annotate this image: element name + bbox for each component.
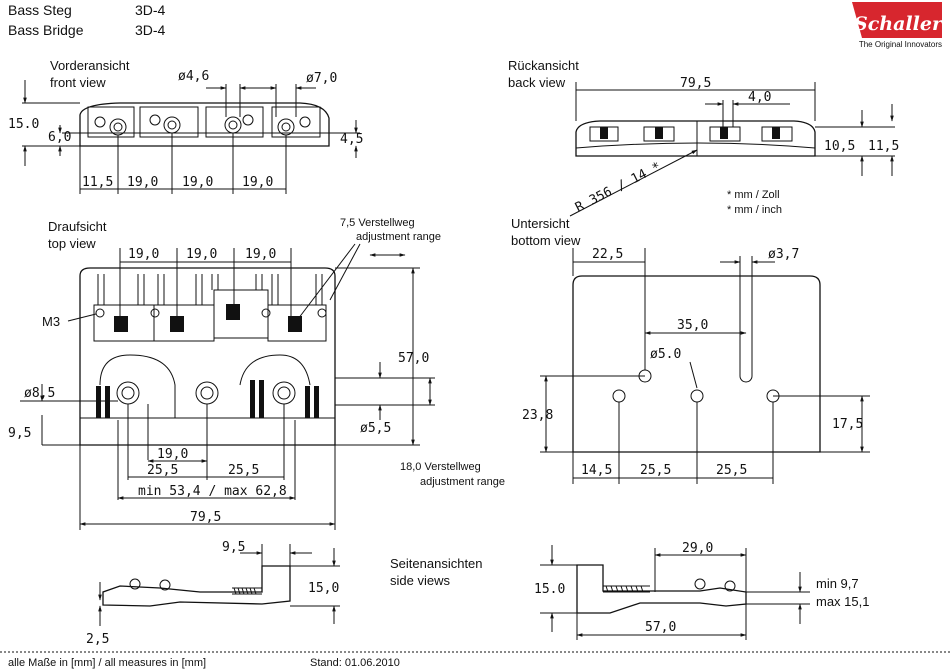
bottom-hole-2 [612, 389, 626, 403]
top-spacing-3: 19,0 [245, 247, 276, 262]
side-right-570: 57,0 [645, 620, 676, 635]
top-h95-dim: 9,5 [8, 426, 31, 441]
logo-badge [852, 2, 942, 38]
bottom-h238: 23,8 [522, 408, 553, 423]
side-views: Seitenansichten side views 9,5 15,0 2,5 [86, 540, 869, 647]
top-view-body [79, 267, 336, 446]
back-h1-dim: 10,5 [824, 139, 855, 154]
side-view-title-en: side views [390, 573, 450, 588]
bottom-d37: ø3,7 [768, 247, 799, 262]
top-width-dim: 79,5 [190, 510, 221, 525]
top-center-dim: 19,0 [157, 447, 188, 462]
back-saddle-blocks [589, 126, 793, 142]
top-view-title-en: top view [48, 236, 96, 251]
top-height-dim: 57,0 [398, 351, 429, 366]
front-d2-dim: ø7,0 [306, 71, 337, 86]
bottom-view-title-en: bottom view [511, 233, 581, 248]
bottom-view-title-de: Untersicht [511, 216, 570, 231]
bottom-b255b: 25,5 [716, 463, 747, 478]
top-m3-label: M3 [42, 314, 60, 329]
back-slot-dim: 4,0 [748, 90, 771, 105]
bottom-b145: 14,5 [581, 463, 612, 478]
schaller-logo: Schaller The Original Innovators [852, 2, 944, 49]
back-h2-dim: 11,5 [868, 139, 899, 154]
front-saddle-1 [87, 106, 135, 138]
logo-brand: Schaller [854, 13, 944, 35]
top-adjust-screws [95, 274, 327, 318]
side-left-25: 2,5 [86, 632, 109, 647]
back-note-1: * mm / Zoll [727, 189, 780, 201]
front-saddle-2 [139, 106, 199, 138]
front-view-title-en: front view [50, 75, 106, 90]
top-d8-dim: ø8,5 [24, 386, 55, 401]
bottom-d225: 22,5 [592, 247, 623, 262]
front-height-dim: 15.0 [8, 117, 39, 132]
top-view: Draufsicht top view [8, 217, 505, 530]
back-view: Rückansicht back view 79,5 4,0 10,5 11,5… [508, 58, 899, 217]
front-view-body [79, 102, 330, 147]
side-view-title-de: Seitenansichten [390, 556, 483, 571]
back-view-title-de: Rückansicht [508, 58, 579, 73]
top-spacing-b: 25,5 [228, 463, 259, 478]
top-minmax-dim: min 53,4 / max 62,8 [138, 484, 287, 499]
side-right-max: max 15,1 [816, 594, 869, 609]
right-side-view-body [576, 564, 747, 614]
top-adjust2-en: adjustment range [420, 476, 505, 488]
side-left-150: 15,0 [308, 581, 339, 596]
left-side-thread [232, 587, 262, 595]
side-left-95: 9,5 [222, 540, 245, 555]
bottom-b255a: 25,5 [640, 463, 671, 478]
back-note-2: * mm / inch [727, 204, 782, 216]
top-view-title-de: Draufsicht [48, 219, 107, 234]
back-width-dim: 79,5 [680, 76, 711, 91]
front-spacing-1: 11,5 [82, 175, 113, 190]
top-d5-dim: ø5,5 [360, 421, 391, 436]
logo-tagline: The Original Innovators [859, 40, 942, 49]
front-spacing-4: 19,0 [242, 175, 273, 190]
bottom-view-body [572, 275, 821, 453]
front-screws [94, 114, 311, 136]
front-end-dim: 4,5 [340, 132, 363, 147]
footer-date: Stand: 01.06.2010 [310, 657, 400, 669]
top-adjust-range-en: adjustment range [356, 231, 441, 243]
top-view-cutouts [99, 354, 311, 418]
top-spacing-1: 19,0 [128, 247, 159, 262]
model-number-2: 3D-4 [135, 22, 166, 38]
bottom-slot [739, 256, 753, 383]
front-spacing-3: 19,0 [182, 175, 213, 190]
side-right-290: 29,0 [682, 541, 713, 556]
top-spacing-2: 19,0 [186, 247, 217, 262]
side-right-150: 15.0 [534, 582, 565, 597]
front-spacing-2: 19,0 [127, 175, 158, 190]
left-side-view-body [102, 565, 291, 607]
back-view-radius-line [575, 142, 816, 149]
front-saddle-3 [205, 106, 264, 138]
bottom-hole-3 [690, 389, 704, 403]
back-view-body [575, 120, 816, 157]
right-side-thread [603, 585, 650, 593]
side-right-min: min 9,7 [816, 576, 859, 591]
top-adjust-range-de: 7,5 Verstellweg [340, 217, 415, 229]
bottom-d50: ø5.0 [650, 347, 681, 362]
back-radius-dim: R 356 / 14 * [573, 160, 663, 216]
front-d1-dim: ø4,6 [178, 69, 209, 84]
title-de: Bass Steg [8, 2, 72, 18]
footer-measures: alle Maße in [mm] / all measures in [mm] [8, 657, 206, 669]
front-base-dim: 6,0 [48, 130, 71, 145]
top-adjust2-de: 18,0 Verstellweg [400, 461, 481, 473]
title-en: Bass Bridge [8, 22, 84, 38]
back-view-title-en: back view [508, 75, 566, 90]
bottom-d350: 35,0 [677, 318, 708, 333]
top-spacing-a: 25,5 [147, 463, 178, 478]
bottom-h175: 17,5 [832, 417, 863, 432]
front-view-title-de: Vorderansicht [50, 58, 130, 73]
front-view: Vorderansicht front view 15.0 6,0 4,5 [8, 58, 363, 194]
bottom-view: Untersicht bottom view 22,5 ø3,7 35,0 ø5… [511, 216, 870, 484]
model-number-1: 3D-4 [135, 2, 166, 18]
top-saddles [93, 289, 327, 342]
